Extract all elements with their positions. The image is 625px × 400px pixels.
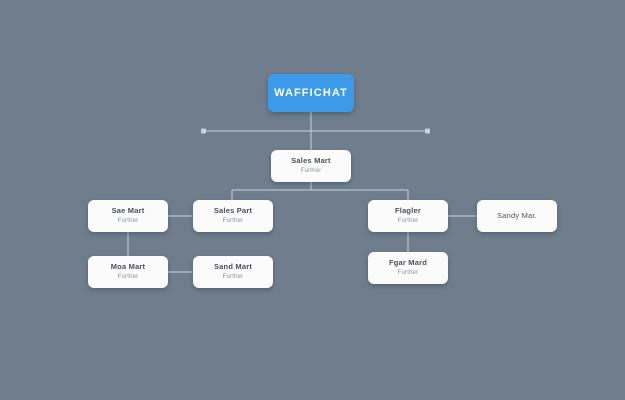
node-root-waffichat[interactable]: WAFFICHAT <box>268 74 354 112</box>
rule-cap-left-icon <box>201 128 206 134</box>
node-sales-mart[interactable]: Sales Mart Further <box>271 150 351 182</box>
node-moa-mart[interactable]: Moa Mart Further <box>88 256 168 288</box>
node-title: Sae Mart <box>111 206 145 216</box>
node-subtitle: Further <box>117 217 139 224</box>
connector-end-caps <box>201 128 430 134</box>
node-sand-mart[interactable]: Sand Mart Further <box>193 256 273 288</box>
rule-cap-right-icon <box>425 128 430 134</box>
node-title: Moa Mart <box>110 262 146 272</box>
node-sales-part[interactable]: Sales Part Further <box>193 200 273 232</box>
node-fgar-mard[interactable]: Fgar Mard Further <box>368 252 448 284</box>
node-subtitle: Further <box>117 273 139 280</box>
node-title: Sales Mart <box>291 156 331 166</box>
node-title: Sand Mart <box>213 262 253 272</box>
node-title: WAFFICHAT <box>274 87 348 99</box>
node-subtitle: Further <box>222 217 244 224</box>
node-subtitle: Further <box>222 273 244 280</box>
node-subtitle: Further <box>300 167 322 174</box>
node-title: Fgar Mard <box>388 258 428 268</box>
node-title: Sandy Mar. <box>497 210 537 220</box>
node-flagler[interactable]: Flagler Further <box>368 200 448 232</box>
node-sandy-mar[interactable]: Sandy Mar. <box>477 200 557 232</box>
node-title: Sales Part <box>213 206 253 216</box>
node-title: Flagler <box>395 206 421 216</box>
node-subtitle: Further <box>397 269 419 276</box>
node-subtitle: Further <box>397 217 419 224</box>
node-sae-mart[interactable]: Sae Mart Further <box>88 200 168 232</box>
